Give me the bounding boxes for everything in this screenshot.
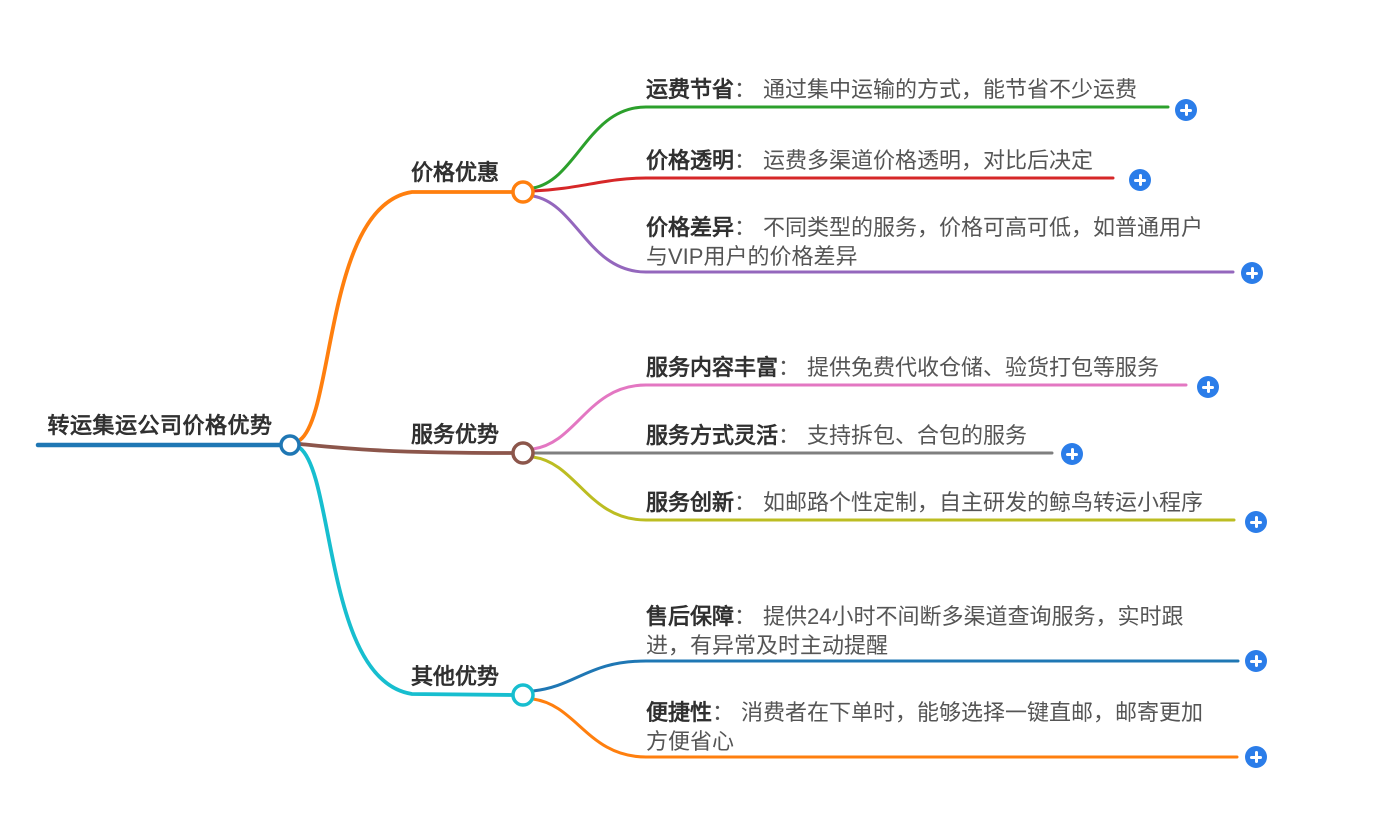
branch-node-service[interactable]: 服务优势 bbox=[410, 422, 499, 447]
leaf-description: 不同类型的服务，价格可高可低，如普通用户与VIP用户的价格差异 bbox=[646, 215, 1204, 269]
leaf-description: 提供免费代收仓储、验货打包等服务 bbox=[807, 355, 1160, 380]
leaf-connector-price-transparency bbox=[531, 176, 1115, 193]
branch-connector-price bbox=[298, 190, 515, 442]
leaf-connector-convenience bbox=[531, 697, 1239, 759]
leaf-title: 运费节省 bbox=[646, 77, 735, 102]
leaf-node-price-transparency[interactable]: 价格透明：运费多渠道价格透明，对比后决定 bbox=[646, 146, 1093, 175]
leaf-node-convenience[interactable]: 便捷性：消费者在下单时，能够选择一键直邮，邮寄更加方便省心 bbox=[646, 698, 1211, 756]
add-child-button[interactable] bbox=[1175, 99, 1197, 121]
leaf-description: 通过集中运输的方式，能节省不少运费 bbox=[763, 77, 1138, 102]
leaf-colon: ： bbox=[734, 604, 757, 629]
add-child-button[interactable] bbox=[1245, 650, 1267, 672]
root-collapse-handle[interactable] bbox=[279, 434, 301, 456]
leaf-description: 支持拆包、合包的服务 bbox=[807, 423, 1028, 448]
leaf-node-flexible-services[interactable]: 服务方式灵活：支持拆包、合包的服务 bbox=[646, 421, 1027, 450]
branch-collapse-handle-price[interactable] bbox=[511, 180, 535, 204]
leaf-title: 价格差异 bbox=[646, 215, 735, 240]
leaf-title: 便捷性 bbox=[646, 700, 713, 725]
branch-connector-other bbox=[298, 446, 515, 697]
leaf-node-shipping-savings[interactable]: 运费节省：通过集中运输的方式，能节省不少运费 bbox=[646, 75, 1137, 104]
leaf-node-rich-services[interactable]: 服务内容丰富：提供免费代收仓储、验货打包等服务 bbox=[646, 353, 1159, 382]
leaf-colon: ： bbox=[712, 700, 735, 725]
leaf-node-service-innovation[interactable]: 服务创新：如邮路个性定制，自主研发的鲸鸟转运小程序 bbox=[646, 488, 1203, 517]
root-node[interactable]: 转运集运公司价格优势 bbox=[47, 413, 273, 438]
add-child-button[interactable] bbox=[1245, 511, 1267, 533]
add-child-button[interactable] bbox=[1241, 262, 1263, 284]
leaf-title: 售后保障 bbox=[646, 604, 735, 629]
leaf-node-after-sales[interactable]: 售后保障：提供24小时不间断多渠道查询服务，实时跟进，有异常及时主动提醒 bbox=[646, 602, 1191, 660]
leaf-colon: ： bbox=[734, 490, 757, 515]
leaf-description: 运费多渠道价格透明，对比后决定 bbox=[763, 148, 1094, 173]
leaf-title: 价格透明 bbox=[646, 148, 735, 173]
branch-connector-service bbox=[298, 442, 515, 455]
leaf-connector-service-innovation bbox=[531, 455, 1236, 522]
leaf-colon: ： bbox=[778, 423, 801, 448]
leaf-title: 服务创新 bbox=[646, 490, 735, 515]
branch-collapse-handle-service[interactable] bbox=[511, 441, 535, 465]
leaf-colon: ： bbox=[734, 215, 757, 240]
leaf-connector-shipping-savings bbox=[531, 105, 1170, 190]
leaf-title: 服务内容丰富 bbox=[646, 355, 779, 380]
leaf-colon: ： bbox=[734, 77, 757, 102]
leaf-title: 服务方式灵活 bbox=[646, 423, 779, 448]
branch-node-price[interactable]: 价格优惠 bbox=[410, 160, 499, 185]
add-child-button[interactable] bbox=[1061, 443, 1083, 465]
leaf-connector-price-difference bbox=[531, 194, 1235, 274]
leaf-description: 提供24小时不间断多渠道查询服务，实时跟进，有异常及时主动提醒 bbox=[646, 604, 1184, 658]
add-child-button[interactable] bbox=[1197, 376, 1219, 398]
add-child-button[interactable] bbox=[1129, 169, 1151, 191]
leaf-connector-after-sales bbox=[531, 659, 1240, 693]
branch-node-other[interactable]: 其他优势 bbox=[410, 664, 499, 689]
leaf-node-price-difference[interactable]: 价格差异：不同类型的服务，价格可高可低，如普通用户与VIP用户的价格差异 bbox=[646, 213, 1221, 271]
leaf-description: 消费者在下单时，能够选择一键直邮，邮寄更加方便省心 bbox=[646, 700, 1204, 754]
add-child-button[interactable] bbox=[1245, 746, 1267, 768]
branch-collapse-handle-other[interactable] bbox=[511, 683, 535, 707]
leaf-description: 如邮路个性定制，自主研发的鲸鸟转运小程序 bbox=[763, 490, 1204, 515]
leaf-colon: ： bbox=[778, 355, 801, 380]
leaf-colon: ： bbox=[734, 148, 757, 173]
leaf-connector-rich-services bbox=[531, 383, 1188, 451]
